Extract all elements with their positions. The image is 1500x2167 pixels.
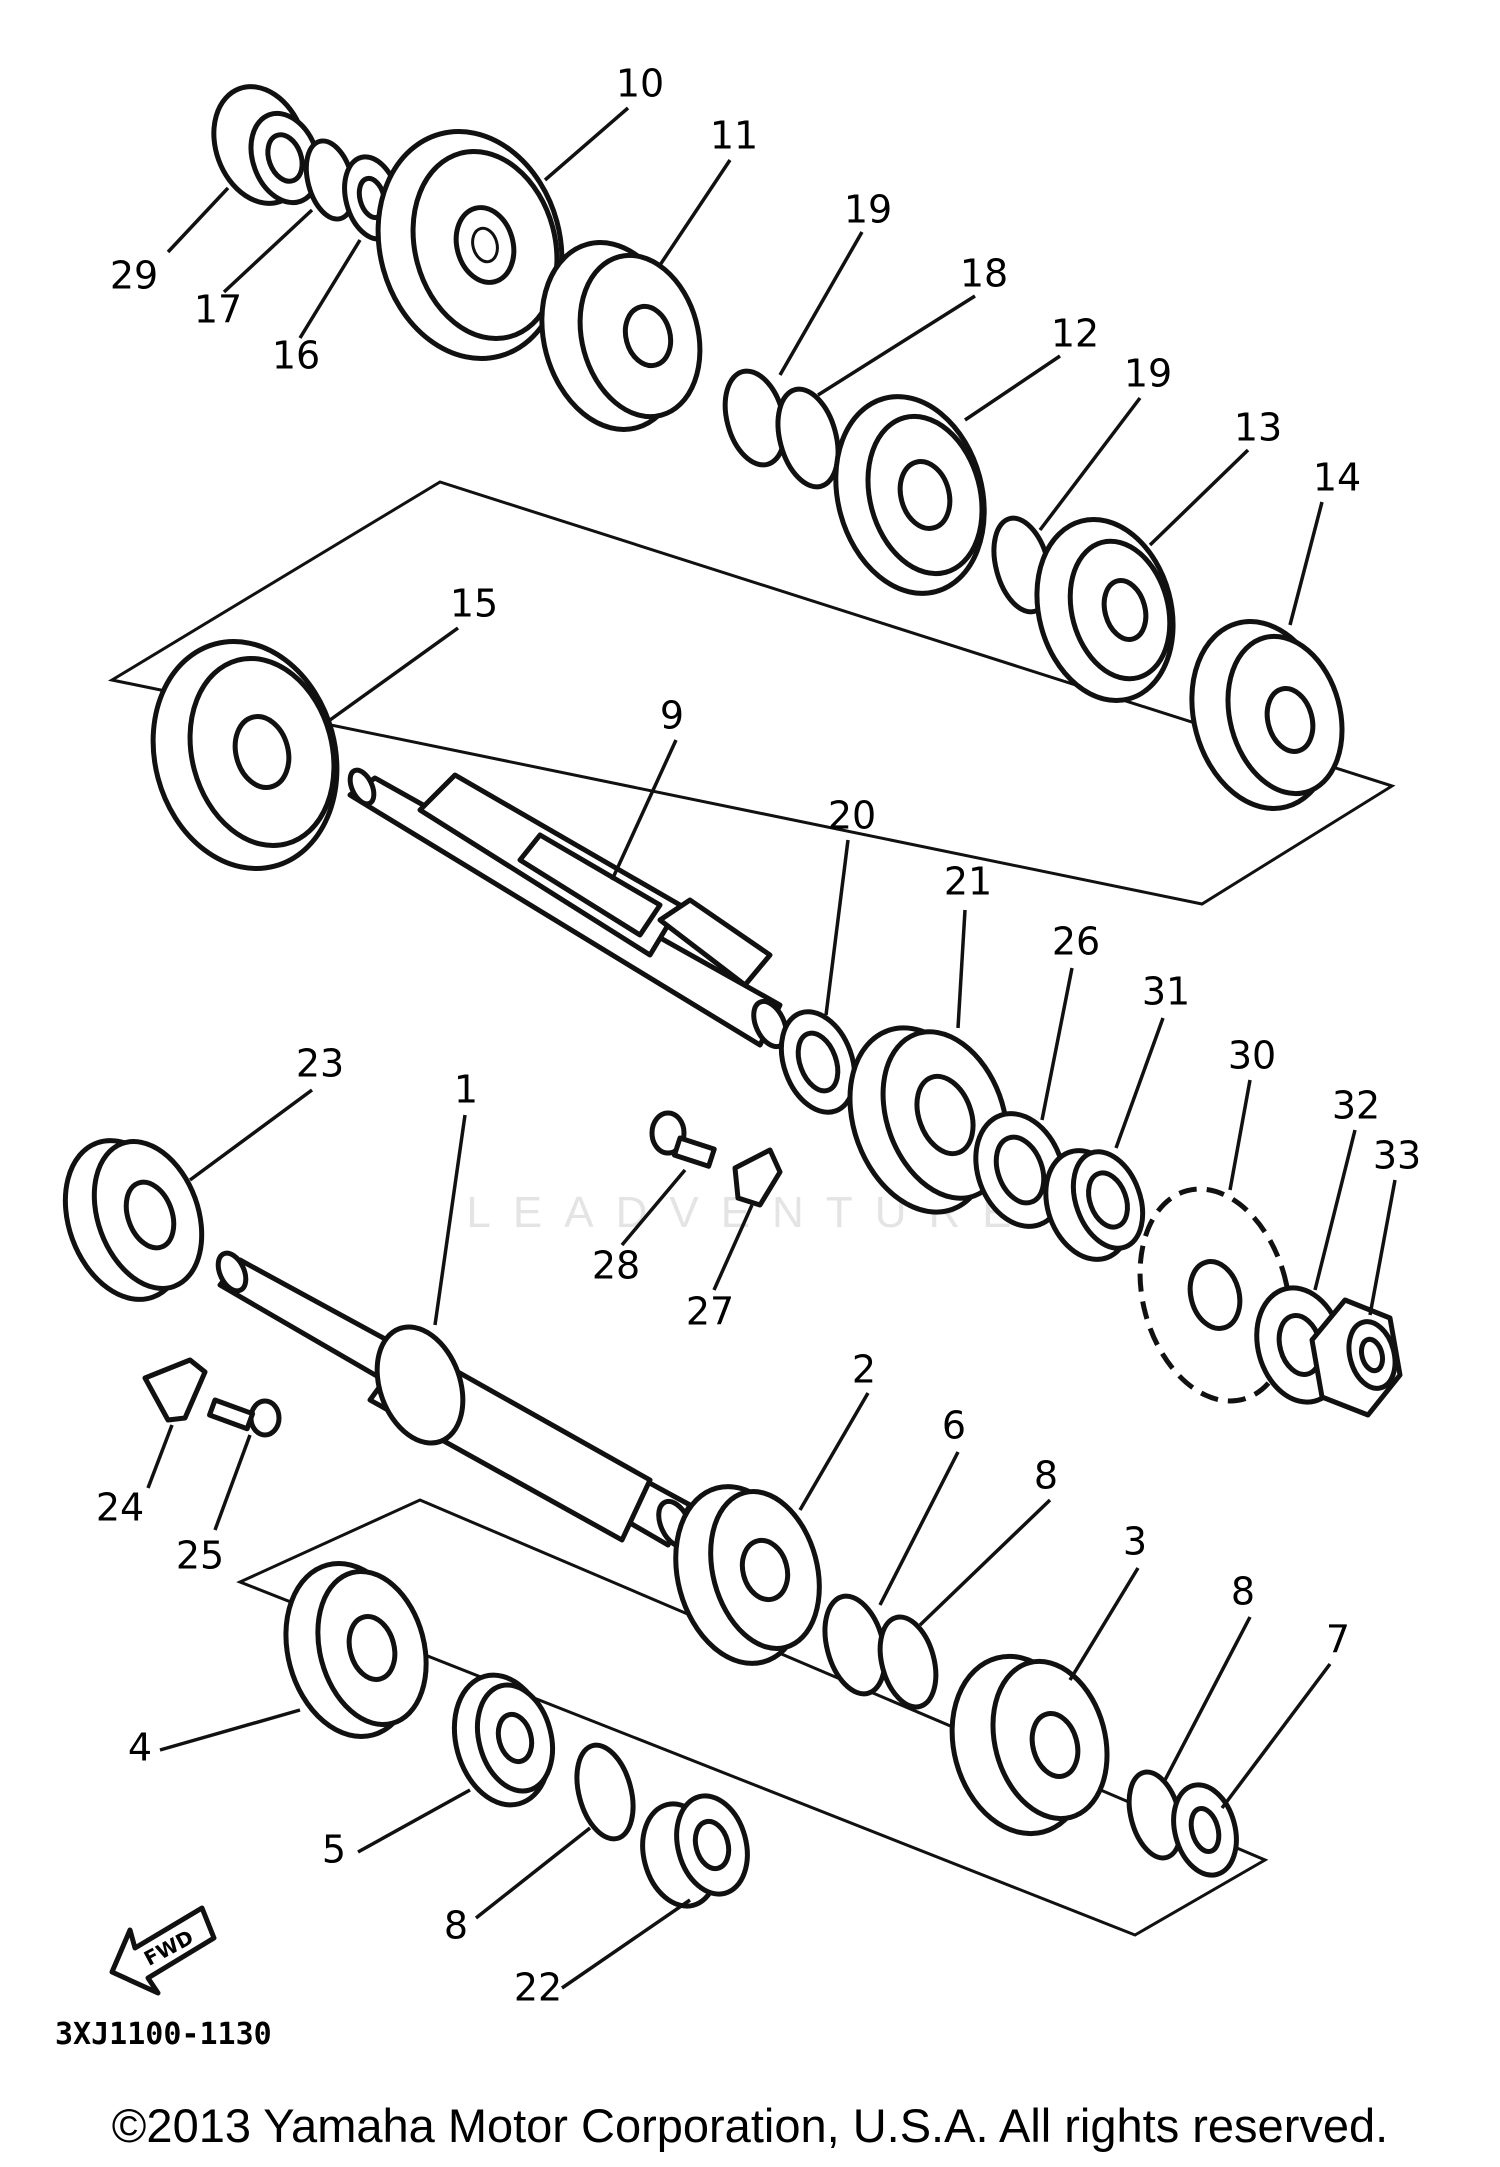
part-5-gear xyxy=(451,1672,555,1808)
part-20-washer xyxy=(778,1009,858,1115)
callout-17: 17 xyxy=(194,288,242,332)
part-8c-circlip xyxy=(574,1742,636,1842)
callout-22: 22 xyxy=(514,1966,562,2010)
callout-19a: 19 xyxy=(844,188,892,232)
part-18-washer xyxy=(775,386,841,490)
part-27-plate xyxy=(732,1147,783,1208)
callout-33: 33 xyxy=(1373,1134,1421,1178)
callout-21: 21 xyxy=(944,860,992,904)
callout-5: 5 xyxy=(322,1828,346,1872)
callout-12: 12 xyxy=(1051,312,1099,356)
callout-25: 25 xyxy=(176,1534,224,1578)
callout-3: 3 xyxy=(1123,1520,1147,1564)
part-8a-circlip xyxy=(877,1614,939,1710)
callout-7: 7 xyxy=(1326,1618,1350,1662)
callout-11: 11 xyxy=(710,114,758,158)
diagram-code: 3XJ1100-1130 xyxy=(55,2017,272,2052)
part-22-bearing xyxy=(640,1793,750,1909)
callout-4: 4 xyxy=(128,1726,152,1770)
part-12-gear xyxy=(833,394,987,596)
callout-8b: 8 xyxy=(1231,1570,1255,1614)
part-33-nut xyxy=(1309,1297,1403,1418)
part-7-washer xyxy=(1171,1782,1239,1878)
part-30-sprocket xyxy=(1137,1186,1293,1404)
part-24-stopper xyxy=(142,1357,208,1423)
part-13-gear xyxy=(1034,517,1176,703)
part-1-main-axle xyxy=(215,1250,694,1550)
callout-6: 6 xyxy=(942,1404,966,1448)
part-21-bearing xyxy=(847,1025,1010,1215)
callout-18: 18 xyxy=(960,252,1008,296)
fwd-arrow-icon: FWD xyxy=(109,1905,217,1996)
callout-8c: 8 xyxy=(444,1904,468,1948)
callout-32: 32 xyxy=(1332,1084,1380,1128)
callout-2: 2 xyxy=(852,1348,876,1392)
callout-numbers: 10 11 19 18 12 19 13 14 29 17 16 15 9 20… xyxy=(96,62,1421,2010)
callout-19b: 19 xyxy=(1124,352,1172,396)
callout-28: 28 xyxy=(592,1244,640,1288)
copyright-notice: ©2013 Yamaha Motor Corporation, U.S.A. A… xyxy=(111,2099,1389,2152)
lower-group-outline xyxy=(236,1498,1269,1937)
callout-20: 20 xyxy=(828,794,876,838)
callout-9: 9 xyxy=(660,694,684,738)
callout-30: 30 xyxy=(1228,1034,1276,1078)
callout-13: 13 xyxy=(1234,406,1282,450)
callout-1: 1 xyxy=(454,1068,478,1112)
callout-27: 27 xyxy=(686,1290,734,1334)
part-10-gear xyxy=(375,129,565,361)
callout-16: 16 xyxy=(272,334,320,378)
callout-31: 31 xyxy=(1142,970,1190,1014)
callout-26: 26 xyxy=(1052,920,1100,964)
part-9-shaft xyxy=(347,767,789,1050)
callout-14: 14 xyxy=(1313,456,1361,500)
callout-23: 23 xyxy=(296,1042,344,1086)
part-28-bolt xyxy=(649,1110,717,1169)
part-14-gear xyxy=(1189,619,1345,811)
callout-24: 24 xyxy=(96,1486,144,1530)
part-2-gear xyxy=(673,1484,822,1666)
part-11-gear xyxy=(539,240,703,432)
callout-29: 29 xyxy=(110,254,158,298)
part-31-collar xyxy=(1043,1148,1146,1262)
callout-8a: 8 xyxy=(1034,1454,1058,1498)
part-25-screw xyxy=(207,1397,282,1438)
part-4-gear xyxy=(283,1560,429,1740)
upper-group-outline xyxy=(107,480,1396,906)
part-23-bearing xyxy=(62,1138,205,1302)
part-3-gear xyxy=(949,1653,1110,1837)
callout-15: 15 xyxy=(450,582,498,626)
callout-10: 10 xyxy=(616,62,664,106)
part-15-gear xyxy=(150,639,340,871)
leader-lines xyxy=(146,106,1397,1990)
